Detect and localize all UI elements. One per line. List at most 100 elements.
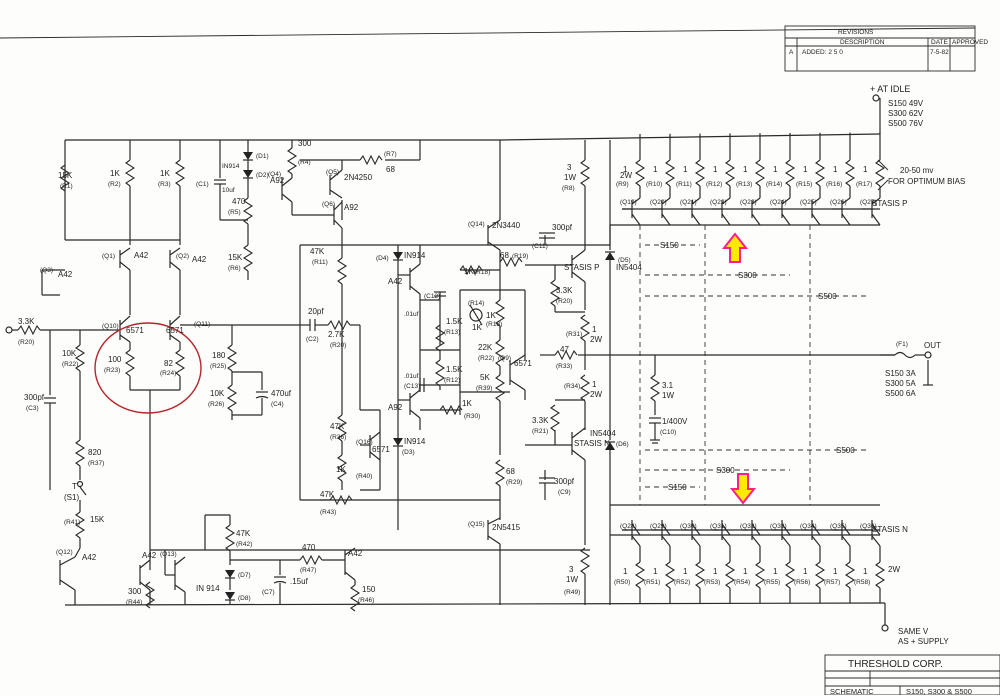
bot-res-ref: (R51) <box>644 579 660 586</box>
c1-ref: (C1) <box>196 181 209 188</box>
r49-watt: 1W <box>566 575 578 584</box>
bot-res-value: 1 <box>773 567 778 576</box>
q14-type: 2N3440 <box>492 221 521 230</box>
d1-type: IN914 <box>222 163 240 170</box>
r11-ref: (R11) <box>312 259 328 266</box>
bot-transistor-ref: (Q35) <box>830 523 847 530</box>
top-emitter-resistor <box>694 159 706 187</box>
r44-value: 300 <box>128 587 142 596</box>
top-transistor-emitter <box>841 197 851 205</box>
r43-ref: (R43) <box>320 509 336 516</box>
r42-ref: (R42) <box>236 541 252 548</box>
bot-res-value: 1 <box>653 567 658 576</box>
q16-ref: (Q16) <box>356 439 373 446</box>
bias-note-line-2: FOR OPTIMUM BIAS <box>888 177 965 186</box>
bottom-stage <box>59 514 361 612</box>
d6-ref: (D6) <box>616 441 629 448</box>
d3-ref: (D3) <box>402 449 415 456</box>
supply-plus-label: + AT IDLE <box>870 84 910 94</box>
bot-transistor-emitter <box>781 535 791 547</box>
revisions-title: REVISIONS <box>838 29 874 36</box>
bot-transistor-ref: (Q36) <box>860 523 877 530</box>
bot-transistor-emitter <box>631 535 641 547</box>
r49-ref: (R49) <box>564 589 580 596</box>
bot-emitter-resistor <box>724 561 736 589</box>
bot-res-ref: (R57) <box>824 579 840 586</box>
r30-ref: (R30) <box>464 413 480 420</box>
revision-block: REVISIONS DESCRIPTION DATE APPROVED A AD… <box>0 25 988 72</box>
supply-minus-label-2: AS + SUPPLY <box>898 637 949 646</box>
r46-value: 150 <box>362 585 376 594</box>
r22-vas-value: 22K <box>478 343 493 352</box>
company-name: THRESHOLD CORP. <box>848 659 943 670</box>
c4-ref: (C4) <box>271 401 284 408</box>
r24-value: 82 <box>164 359 173 368</box>
q12-type: A42 <box>82 553 97 562</box>
top-transistor-collector <box>751 213 761 226</box>
q15-ref: (Q15) <box>468 521 485 528</box>
r4-value: 300 <box>298 139 312 148</box>
bot-res-ref: (R54) <box>734 579 750 586</box>
top-transistor-ref: (Q24) <box>770 199 787 206</box>
q10-type: 6571 <box>126 326 144 335</box>
bias-note: 20-50 mv FOR OPTIMUM BIAS <box>877 159 965 191</box>
bot-res-ref: (R52) <box>674 579 690 586</box>
top-transistor-collector <box>661 213 671 226</box>
bot-res-value: 1 <box>683 567 688 576</box>
top-emitter-resistor <box>874 159 886 187</box>
top-transistor-emitter <box>631 197 641 205</box>
top-res-value: 1 <box>683 165 688 174</box>
revision-date: 7-5-82 <box>930 49 949 56</box>
r14-ref: (R14) <box>468 300 484 307</box>
top-transistor-ref: (Q23) <box>740 199 757 206</box>
model-list: S150, S300 & S500 <box>906 687 972 695</box>
top-transistor-collector <box>721 213 731 226</box>
d3-type: IN914 <box>404 437 426 446</box>
top-transistor-collector <box>871 213 881 226</box>
r47-ref: (R47) <box>300 567 316 574</box>
r29-value: 68 <box>506 467 515 476</box>
top-transistor-collector <box>811 213 821 226</box>
r36-ref: (R36) <box>330 434 346 441</box>
top-emitter-resistor <box>634 159 646 187</box>
bot-transistor-emitter <box>721 535 731 547</box>
top-transistor-collector <box>781 213 791 226</box>
r33-ref: (R33) <box>556 363 572 370</box>
q11-ref: (Q11) <box>194 321 210 328</box>
r25-ref: (R25) <box>210 363 226 370</box>
r21-value: 3.3K <box>532 416 549 425</box>
r34-watt: 2W <box>590 390 602 399</box>
stasis-p-driver: STASIS P <box>564 263 599 272</box>
q2-type: A42 <box>192 255 207 264</box>
bot-transistor-emitter <box>691 535 701 547</box>
bot-res-value: 1 <box>743 567 748 576</box>
r4-ref: (R4) <box>298 159 311 166</box>
c12-ref: (C12) <box>424 293 440 300</box>
bot-res-ref: (R50) <box>614 579 630 586</box>
r36-value: 47K <box>330 422 345 431</box>
r23-value: 100 <box>108 355 122 364</box>
bot-res-ref: (R53) <box>704 579 720 586</box>
bot-res-value: 1 <box>713 567 718 576</box>
top-transistor-emitter <box>781 197 791 205</box>
bot-transistor-ref: (Q28) <box>620 523 637 530</box>
r47-value: 470 <box>302 543 316 552</box>
top-transistor-emitter <box>691 197 701 205</box>
top-res-value: 1 <box>743 165 748 174</box>
bot-emitter-resistor <box>634 561 646 589</box>
highlight-circle <box>94 322 202 414</box>
bot-transistor-emitter <box>811 535 821 547</box>
q3-type: A42 <box>58 270 73 279</box>
title-block <box>824 654 1000 696</box>
q15-type: 2N5415 <box>492 523 521 532</box>
top-transistor-ref: (Q25) <box>800 199 817 206</box>
top-res-value: 1 <box>713 165 718 174</box>
r18-ref: (R18) <box>474 269 490 276</box>
supply-minus-label: SAME V <box>898 627 929 636</box>
top-res-value: 1 <box>773 165 778 174</box>
bot-res-ref: (R56) <box>794 579 810 586</box>
r24-ref: (R24) <box>160 370 176 377</box>
top-res-ref: (R10) <box>646 181 662 188</box>
bot-transistor-ref: (Q31) <box>710 523 727 530</box>
r22-vas-ref: (R22) <box>478 355 494 362</box>
